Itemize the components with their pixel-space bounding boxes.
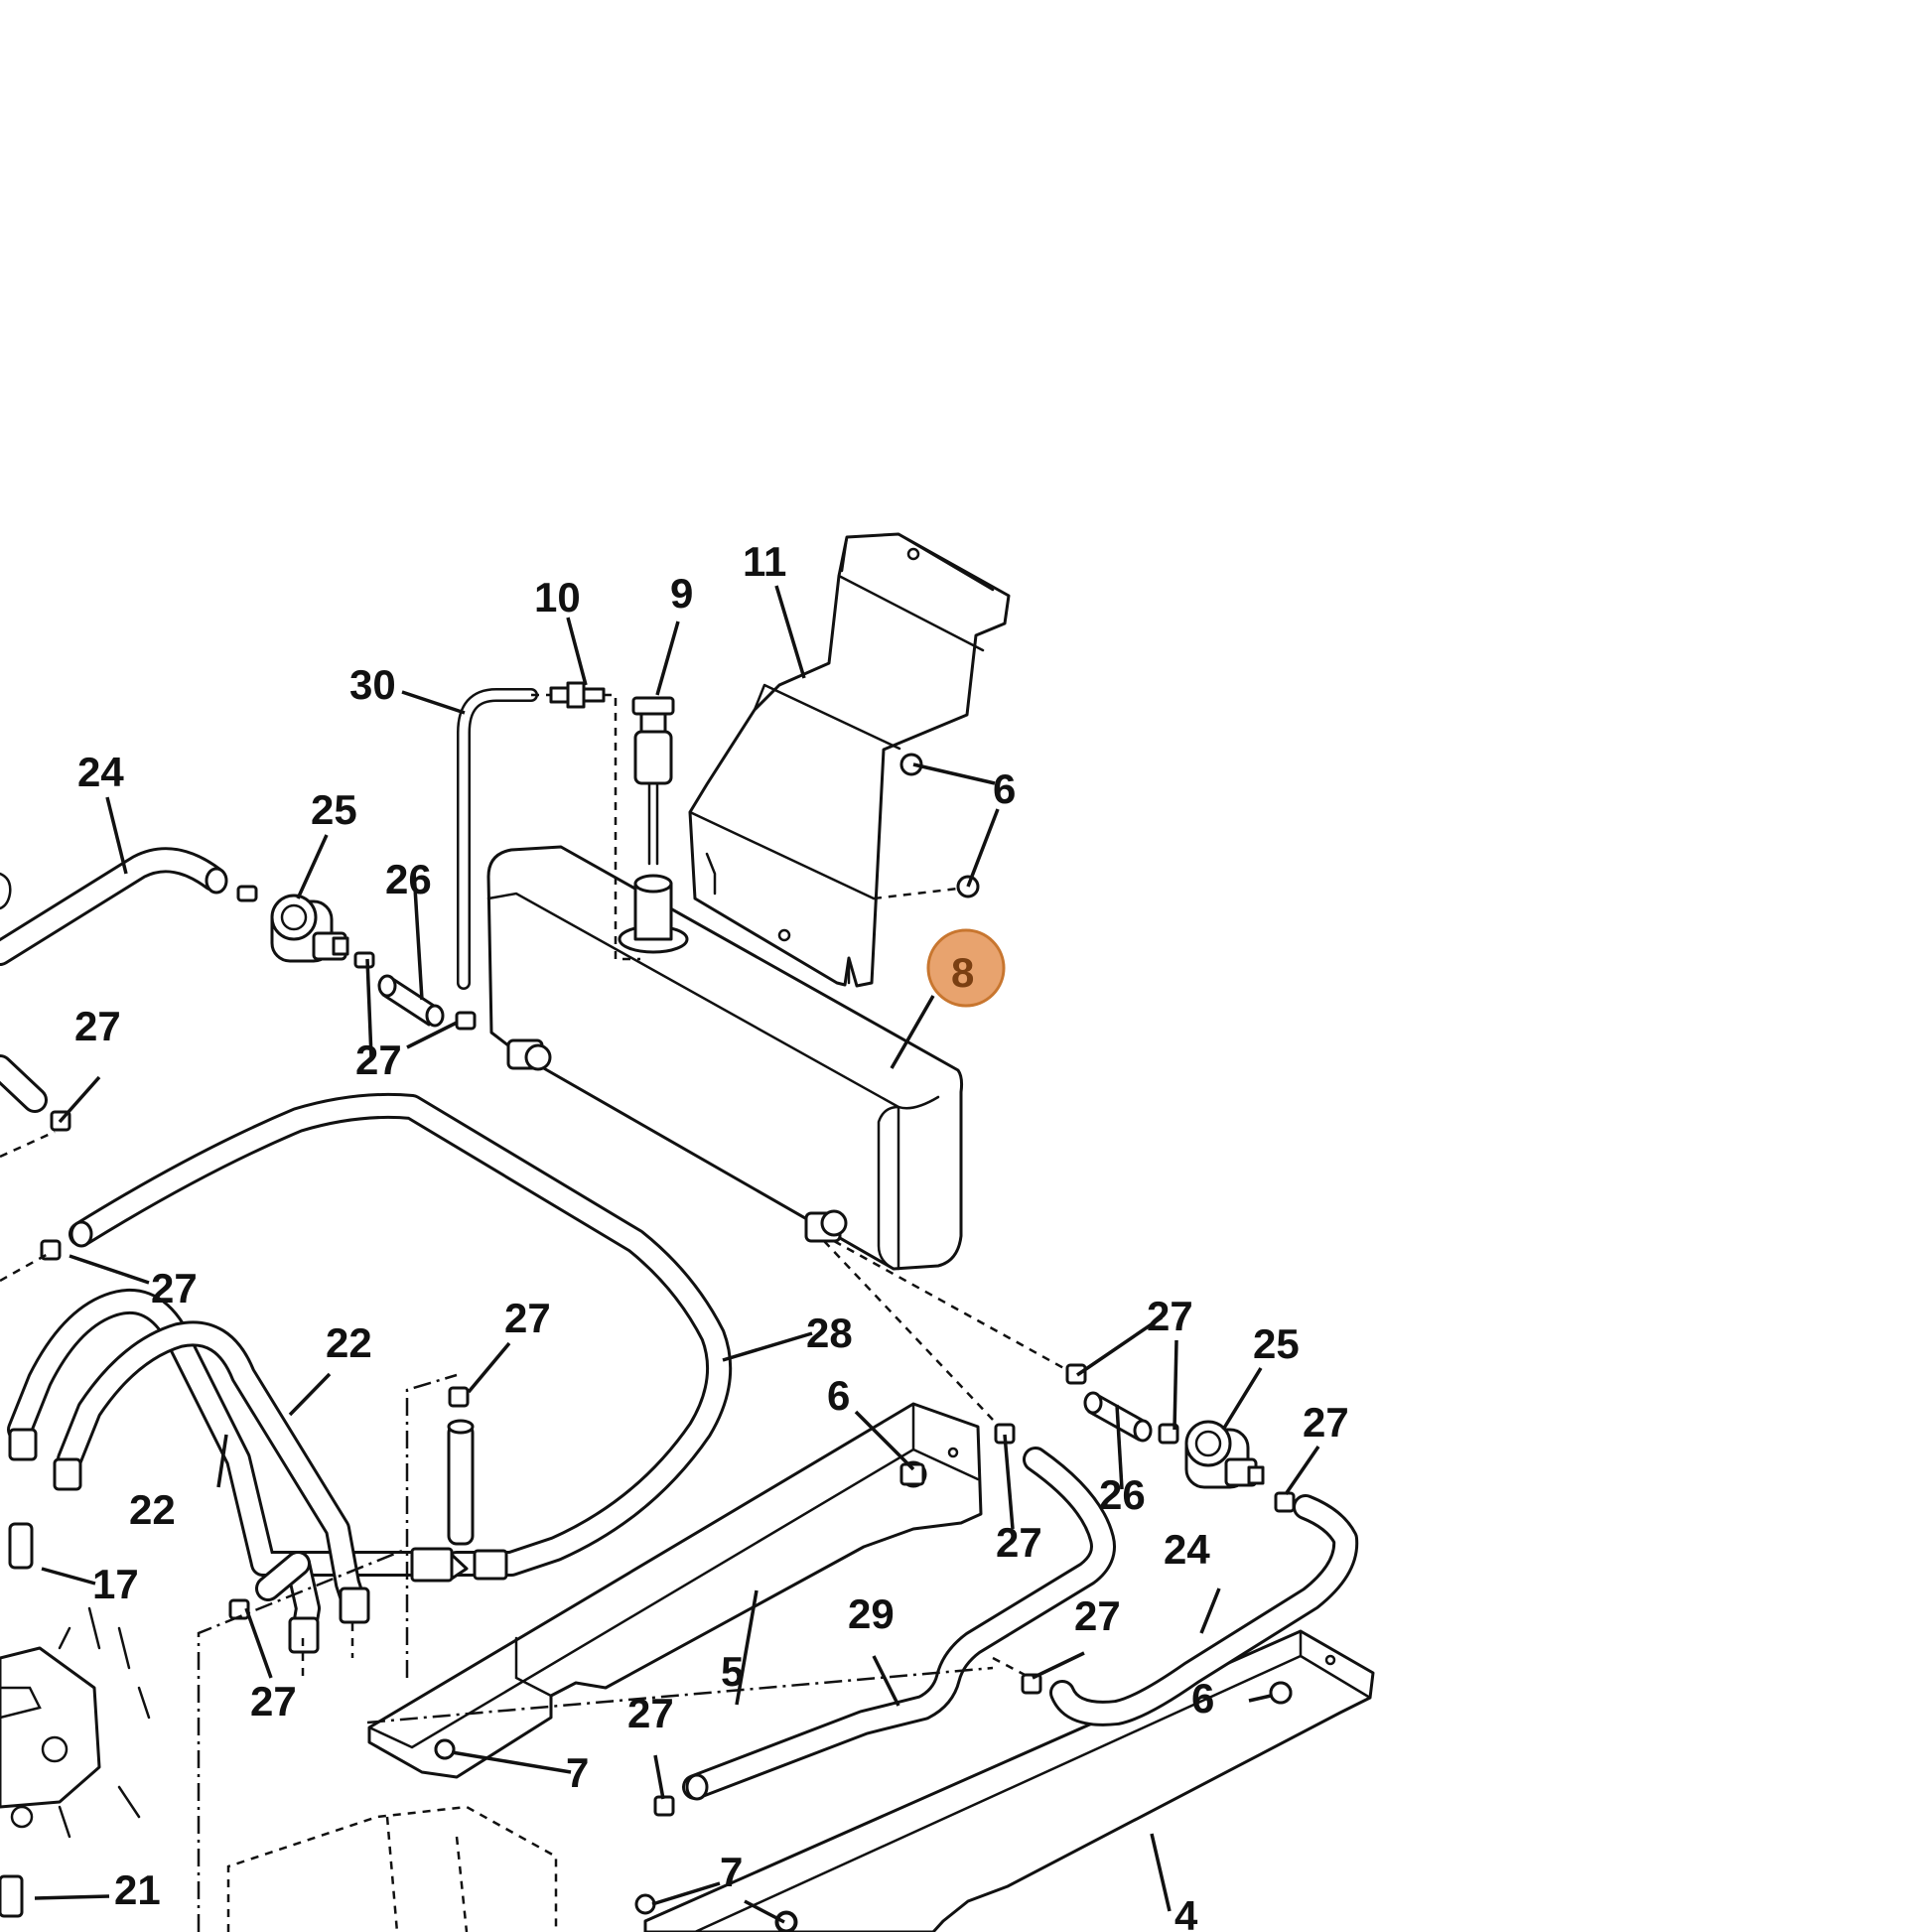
tube-assembly-part-22 (7, 1288, 508, 1654)
callout-27-e[interactable]: 27 (1147, 1293, 1193, 1339)
callout-6-lower[interactable]: 6 (1191, 1675, 1214, 1722)
callout-highlight-marker[interactable] (926, 928, 1006, 1008)
callout-7-b[interactable]: 7 (720, 1849, 743, 1895)
callout-27-h[interactable]: 27 (1074, 1592, 1121, 1639)
callout-27-a[interactable]: 27 (74, 1003, 121, 1049)
callout-6-upper[interactable]: 6 (993, 765, 1016, 812)
upright-tube (447, 1419, 475, 1546)
callout-26-upper[interactable]: 26 (385, 856, 432, 902)
pump-fan-assembly (0, 1522, 151, 1918)
callout-27-b[interactable]: 27 (355, 1036, 402, 1083)
callout-25-upper[interactable]: 25 (311, 786, 357, 833)
callout-7-a[interactable]: 7 (566, 1749, 589, 1796)
callout-11[interactable]: 11 (743, 538, 786, 585)
hydraulic-tank-part-8 (486, 845, 964, 1271)
callout-30[interactable]: 30 (349, 661, 396, 708)
frame-sketch-bottom (226, 1805, 558, 1932)
callout-9[interactable]: 9 (670, 570, 693, 617)
callout-24-right[interactable]: 24 (1164, 1526, 1210, 1573)
assembly-dash-lines (0, 887, 1068, 1932)
callout-29[interactable]: 29 (848, 1590, 895, 1637)
callout-21[interactable]: 21 (114, 1866, 161, 1913)
bracket-shield-part-11 (688, 532, 1011, 988)
offscreen-part-edge (0, 872, 12, 910)
callout-27-c[interactable]: 27 (151, 1265, 198, 1311)
hose-stub-left (0, 1054, 48, 1113)
callout-6-mid[interactable]: 6 (827, 1372, 850, 1419)
callout-8[interactable]: 8 (951, 949, 974, 996)
dipstick-part-9 (631, 696, 675, 866)
hose-part-29 (682, 1447, 1116, 1801)
vent-fitting-part-10 (549, 681, 606, 709)
vent-dash-line (531, 693, 640, 961)
callout-22-left[interactable]: 22 (129, 1486, 176, 1533)
filter-part-25-lower (1184, 1420, 1265, 1489)
bolt-part-6-group (899, 753, 1293, 1705)
callout-10[interactable]: 10 (534, 574, 581, 621)
leader-lines (34, 585, 1320, 1924)
frame-rail-part-4 (643, 1629, 1375, 1932)
callout-22-right[interactable]: 22 (326, 1319, 372, 1366)
hose-part-28 (69, 1092, 733, 1577)
callout-26-lower[interactable]: 26 (1099, 1471, 1146, 1518)
hose-part-24-right (1049, 1494, 1359, 1726)
callout-27-f[interactable]: 27 (1303, 1399, 1349, 1446)
callout-27-g[interactable]: 27 (996, 1519, 1042, 1566)
callout-27-i[interactable]: 27 (250, 1678, 297, 1725)
vent-line-part-30 (457, 688, 538, 990)
callout-17[interactable]: 17 (92, 1561, 139, 1607)
callout-28[interactable]: 28 (806, 1310, 853, 1356)
callout-27-j[interactable]: 27 (627, 1690, 674, 1736)
callout-5[interactable]: 5 (721, 1648, 744, 1695)
callout-labels: 11 10 9 30 6 24 25 26 8 27 27 27 28 22 2… (74, 538, 1349, 1932)
hose-part-26-upper (377, 974, 445, 1028)
callout-25-lower[interactable]: 25 (1253, 1320, 1300, 1367)
callout-27-d[interactable]: 27 (504, 1295, 551, 1341)
callout-24-left[interactable]: 24 (77, 749, 124, 795)
filter-part-25-upper (270, 894, 349, 963)
hose-part-24-left (0, 847, 228, 966)
callout-4[interactable]: 4 (1174, 1892, 1198, 1932)
